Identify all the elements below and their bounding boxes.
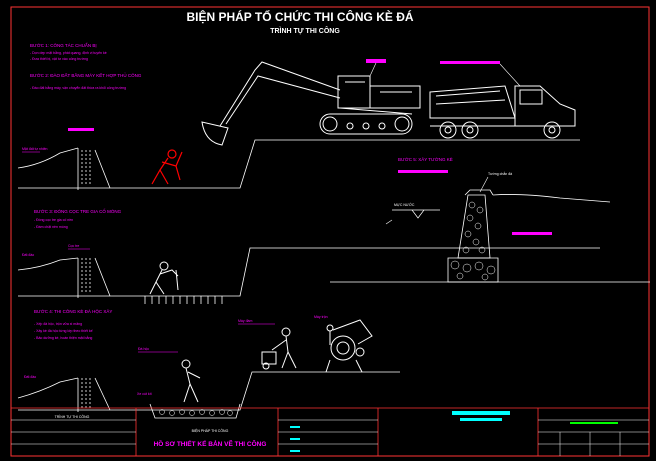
step-4-heading: BƯỚC 4: THI CÔNG KÈ ĐÁ HỘC XÂY: [34, 308, 112, 314]
wall-tag: [512, 232, 552, 235]
page-subtitle: TRÌNH TỰ THI CÔNG: [270, 26, 340, 35]
retaining-wall: [330, 189, 650, 283]
step-1-heading: BƯỚC 1: CÔNG TÁC CHUẨN BỊ: [30, 42, 97, 48]
concrete-mixer-drawing: [325, 319, 373, 373]
ground-profile-3: [17, 371, 400, 419]
title-block-grid: [11, 419, 649, 456]
pile-label: Cọc tre: [68, 244, 79, 248]
excavator-label-tag: [366, 59, 386, 63]
drawing-frame: [10, 6, 650, 457]
water-level-symbol: [392, 209, 440, 219]
worker-figure-stone: [181, 359, 201, 403]
truck-label-tag: [440, 61, 500, 64]
drawing-name: HỒ SƠ THIẾT KẾ BẢN VẼ THI CÔNG: [154, 438, 267, 448]
stone-label: Đá hộc: [138, 347, 149, 351]
water-level-label: MỰC NƯỚC: [394, 202, 415, 207]
ground-label-1: Mặt đất tự nhiên: [22, 147, 48, 151]
trench-stones: [159, 409, 233, 416]
soil-label-2: Đất đào: [24, 375, 36, 379]
stone-fill: [450, 201, 496, 281]
dump-truck-drawing: [429, 85, 576, 139]
step-4-note-1: - Xếp đá hộc, trộn vữa xi măng: [34, 322, 82, 326]
step-3-note-2: - Đầm chặt nền móng: [34, 225, 68, 229]
excavator-drawing: [201, 61, 421, 146]
title-block-cell-tag: [290, 426, 300, 428]
page-title: BIỆN PHÁP TỔ CHỨC THI CÔNG KÈ ĐÁ: [186, 9, 413, 24]
soil-label-1: Đất đào: [22, 253, 34, 257]
title-block-green-bar: [570, 422, 618, 424]
title-block-cyan-bar-1: [452, 411, 510, 415]
step-3-note-1: - Đóng cọc tre gia cố nền: [34, 218, 73, 222]
step-2-note-1: - Đào đất bằng máy, vận chuyển đất thừa …: [30, 85, 126, 90]
step-4-note-2: - Xây kè đá hộc từng lớp theo thiết kế: [34, 329, 93, 333]
worker-figure-mixer: [326, 324, 334, 345]
step-5-tag: [398, 170, 448, 173]
title-block-cyan-bar-2: [460, 418, 502, 421]
step-4-note-3: - Bảo dưỡng kè, hoàn thiện mặt bằng: [34, 335, 92, 340]
step-1-note-1: - Dọn dẹp mặt bằng, phát quang, định vị …: [30, 50, 107, 55]
mixer-label: Máy trộn: [314, 315, 328, 319]
ground-profile-1: [17, 139, 580, 190]
worker-figure-compactor: [261, 327, 297, 370]
worker-figure-red: [151, 149, 183, 185]
wheelbarrow-label-small: Xe cút kít: [137, 392, 152, 396]
step-3-heading: BƯỚC 3: ĐÓNG CỌC TRE GIA CỐ MÓNG: [34, 208, 122, 214]
title-block-label: TRÌNH TỰ THI CÔNG: [55, 414, 90, 419]
wall-cap-label: Tường chắn đá: [488, 171, 512, 176]
step-2-heading: BƯỚC 2: ĐÀO ĐẤT BẰNG MÁY KẾT HỢP THỦ CÔN…: [30, 71, 142, 78]
project-name: BIỆN PHÁP THI CÔNG: [192, 428, 229, 433]
label-tag: [68, 128, 94, 131]
step-1-note-2: - Đưa thiết bị, vật tư vào công trường: [30, 57, 88, 61]
step-5-heading: BƯỚC 5: XÂY TƯỜNG KÈ: [398, 156, 453, 162]
ground-profile-2: [17, 247, 600, 304]
worker-figure-piling: [149, 261, 179, 295]
compactor-label: Máy đầm: [238, 319, 252, 323]
